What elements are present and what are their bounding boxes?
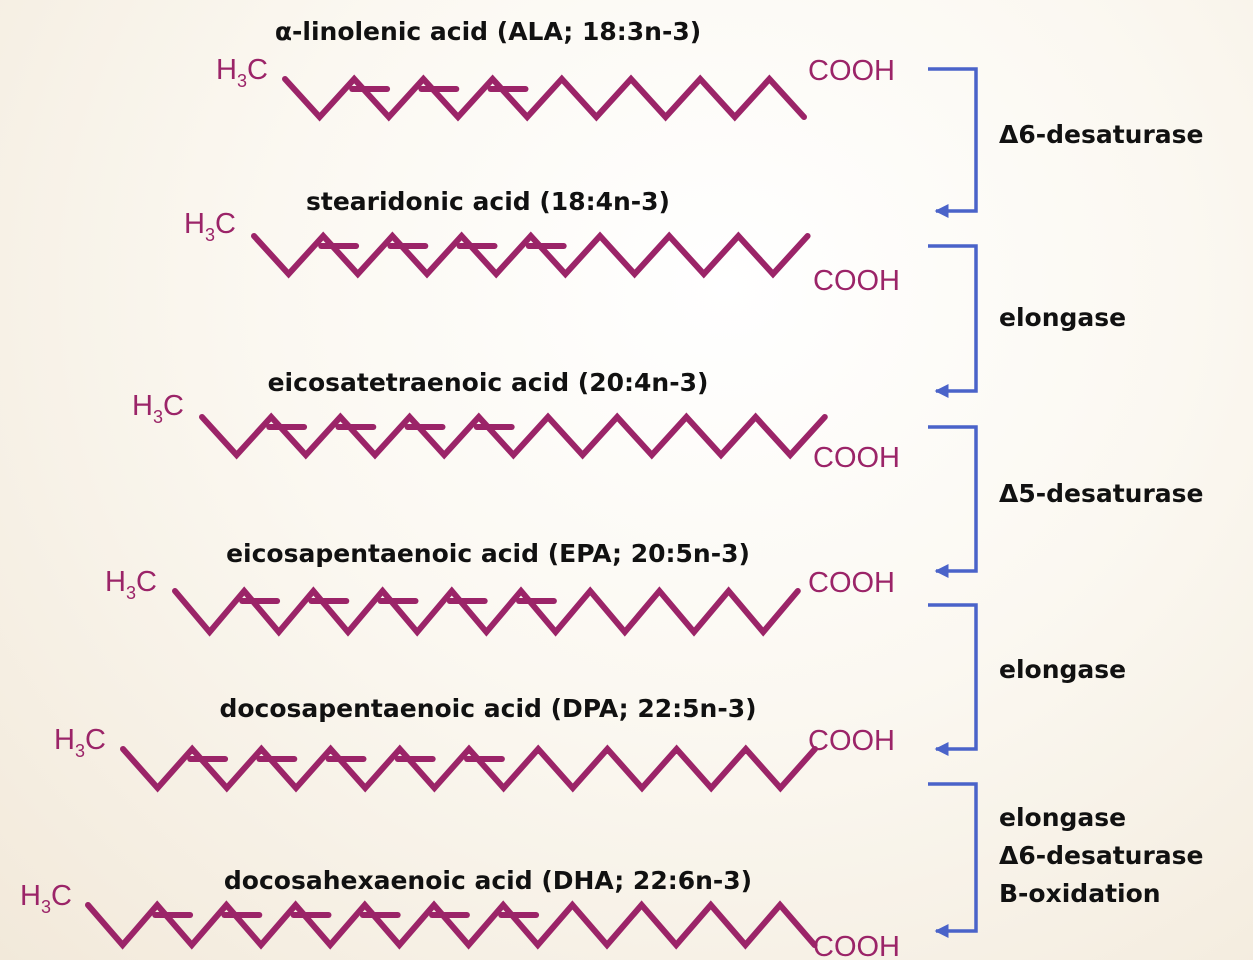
acid-structure: eicosatetraenoic acid (20:4n-3) H3C COOH — [132, 368, 900, 474]
enzymatic-step: Δ5-desaturase — [928, 425, 1204, 578]
enzyme-label: Δ6-desaturase — [999, 841, 1204, 870]
methyl-h: H — [20, 880, 41, 912]
methyl-h: H — [105, 566, 126, 598]
acid-name: stearidonic acid (18:4n-3) — [306, 187, 670, 216]
carboxyl-group-label: COOH — [808, 55, 895, 87]
methyl-subscript: 3 — [126, 583, 136, 603]
methyl-h: H — [54, 724, 75, 756]
acid-name: α-linolenic acid (ALA; 18:3n-3) — [275, 17, 701, 46]
methyl-subscript: 3 — [205, 225, 215, 245]
carbon-chain — [199, 412, 828, 460]
step-arrow — [928, 603, 978, 756]
step-layer: Δ6-desaturaseelongaseΔ5-desaturaseelonga… — [928, 67, 1204, 938]
methyl-group-label: H3C — [216, 54, 268, 91]
methyl-subscript: 3 — [75, 741, 85, 761]
enzymatic-step: elongase — [928, 603, 1126, 756]
acid-name: eicosapentaenoic acid (EPA; 20:5n-3) — [226, 539, 750, 568]
methyl-c: C — [247, 54, 268, 86]
step-arrow — [928, 782, 978, 938]
enzyme-label: Δ5-desaturase — [999, 479, 1204, 508]
step-arrow — [928, 425, 978, 578]
carbon-chain — [120, 744, 818, 793]
carbon-chain — [251, 231, 811, 279]
step-arrow — [928, 67, 978, 218]
carboxyl-group-label: COOH — [808, 567, 895, 599]
acid-name: docosahexaenoic acid (DHA; 22:6n-3) — [224, 866, 752, 895]
methyl-h: H — [184, 208, 205, 240]
methyl-c: C — [215, 208, 236, 240]
enzyme-label: elongase — [999, 655, 1126, 684]
methyl-subscript: 3 — [153, 407, 163, 427]
acid-structure: docosahexaenoic acid (DHA; 22:6n-3) H3C CO… — [20, 866, 900, 960]
methyl-group-label: H3C — [54, 724, 106, 761]
acid-name: eicosatetraenoic acid (20:4n-3) — [268, 368, 709, 397]
carbon-chain — [85, 900, 818, 950]
enzyme-label: Δ6-desaturase — [999, 120, 1204, 149]
enzyme-label: B-oxidation — [999, 879, 1161, 908]
enzyme-label: elongase — [999, 803, 1126, 832]
carbon-chain — [282, 74, 807, 122]
methyl-c: C — [51, 880, 72, 912]
methyl-group-label: H3C — [184, 208, 236, 245]
carboxyl-group-label: COOH — [808, 725, 895, 757]
enzymatic-step: elongase — [928, 244, 1126, 398]
carboxyl-group-label: COOH — [813, 931, 900, 960]
methyl-group-label: H3C — [20, 880, 72, 917]
carbon-chain — [172, 586, 801, 637]
methyl-group-label: H3C — [105, 566, 157, 603]
acid-structure: stearidonic acid (18:4n-3) H3C COOH — [184, 187, 900, 297]
enzymatic-step: Δ6-desaturase — [928, 67, 1204, 218]
step-arrow — [928, 244, 978, 398]
methyl-c: C — [85, 724, 106, 756]
enzyme-label: elongase — [999, 303, 1126, 332]
carboxyl-group-label: COOH — [813, 265, 900, 297]
carboxyl-group-label: COOH — [813, 442, 900, 474]
methyl-h: H — [216, 54, 237, 86]
methyl-subscript: 3 — [41, 897, 51, 917]
methyl-group-label: H3C — [132, 390, 184, 427]
methyl-c: C — [136, 566, 157, 598]
methyl-h: H — [132, 390, 153, 422]
methyl-c: C — [163, 390, 184, 422]
methyl-subscript: 3 — [237, 71, 247, 91]
acid-name: docosapentaenoic acid (DPA; 22:5n-3) — [219, 694, 756, 723]
